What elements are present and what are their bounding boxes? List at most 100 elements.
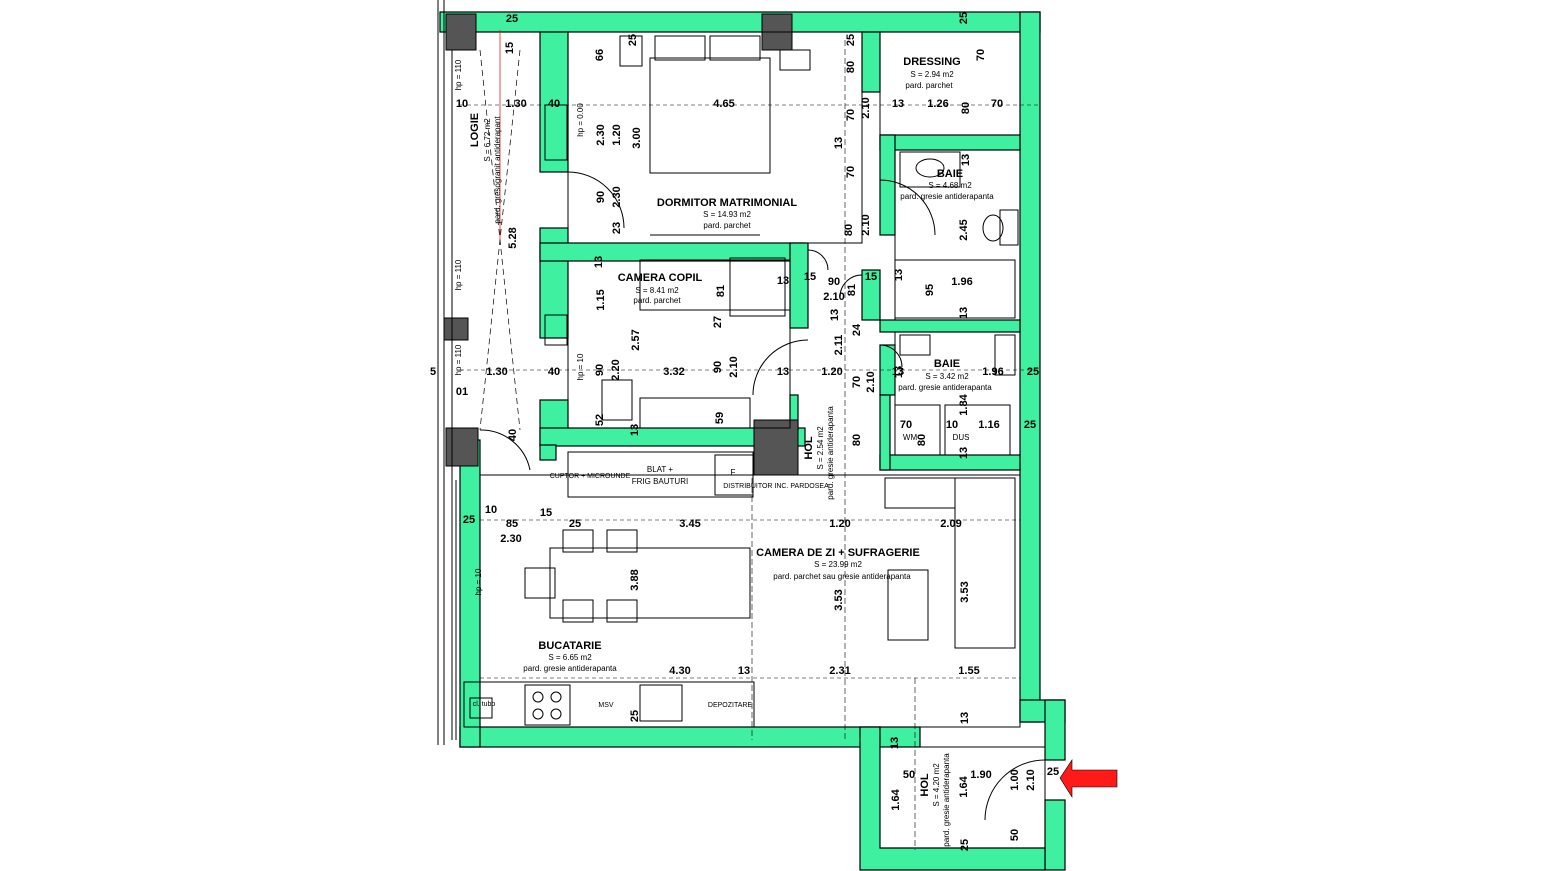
dim: 80 xyxy=(916,434,928,446)
dim: 15 xyxy=(504,42,516,54)
dim: 25 xyxy=(1027,366,1039,378)
dim: 2.10 xyxy=(860,214,872,235)
dim: 13 xyxy=(889,737,901,749)
dim: 1.30 xyxy=(505,98,526,110)
columns xyxy=(443,13,799,476)
dim: 80 xyxy=(843,224,855,236)
hol2-label: HOL S = 4.20 m2 pard. gresie antiderapan… xyxy=(919,753,951,847)
dim: 1.64 xyxy=(890,788,902,810)
dim: hp = 10 xyxy=(576,353,585,380)
dim: 25 xyxy=(958,12,970,24)
dim: 13 xyxy=(958,307,970,319)
vertical-dimensions: 15 66 25 25 80 70 25 70 2.10 80 2.30 1.2… xyxy=(454,12,1037,851)
baie2-area: S = 3.42 m2 xyxy=(925,372,969,381)
dim: 25 xyxy=(463,514,475,526)
dim: 13 xyxy=(893,269,905,281)
bucatarie-name: BUCATARIE xyxy=(538,640,601,652)
hol1-label: HOL S = 2.54 m2 pard. gresie antiderapan… xyxy=(803,406,835,500)
dim: 2.57 xyxy=(630,329,642,350)
baie2-name: BAIE xyxy=(934,358,960,370)
dim: 1.30 xyxy=(486,366,507,378)
dim: 80 xyxy=(851,434,863,446)
dim: 70 xyxy=(975,49,987,61)
camera-copil-name: CAMERA COPIL xyxy=(618,272,703,284)
dim: 25 xyxy=(506,13,518,25)
dressing-name: DRESSING xyxy=(903,56,960,68)
dim: 3.32 xyxy=(663,366,684,378)
dim: 01 xyxy=(456,386,468,398)
dim: 25 xyxy=(627,34,639,46)
dim: 66 xyxy=(594,49,606,61)
baie1-floor: pard. gresie antiderapanta xyxy=(900,192,994,201)
dim: 1.00 xyxy=(1009,769,1021,790)
dim: 4.65 xyxy=(713,98,734,110)
dim: 2.31 xyxy=(829,665,850,677)
dim: hp = 10 xyxy=(474,568,483,595)
baie1-name: BAIE xyxy=(937,168,963,180)
dim: 1.16 xyxy=(978,419,999,431)
dim: 81 xyxy=(846,284,858,296)
distribuitor-label: DISTRIBUITOR INC. PARDOSEA xyxy=(723,483,829,490)
camera-zi-area: S = 23.99 m2 xyxy=(814,560,862,569)
dim: 15 xyxy=(865,271,877,283)
dim: 2.10 xyxy=(728,356,740,377)
baie1-area: S = 4.68 m2 xyxy=(928,181,972,190)
walls xyxy=(439,11,1066,871)
dim: 1.64 xyxy=(958,775,970,797)
dim: 1.55 xyxy=(958,665,979,677)
dim: 85 xyxy=(506,518,518,530)
dim: 1.20 xyxy=(611,124,623,145)
logie-label: LOGIE S = 6.72 m2 pard. gresogranit anti… xyxy=(469,113,502,224)
dim: 2.20 xyxy=(610,359,622,380)
dim: hp = 0.00 xyxy=(576,103,585,137)
dim: 1.90 xyxy=(970,769,991,781)
dim: 40 xyxy=(548,98,560,110)
depozitare-label: DEPOZITARE xyxy=(708,702,753,709)
dim: 13 xyxy=(829,309,841,321)
dim: 2.09 xyxy=(940,518,961,530)
hol1-name: HOL xyxy=(803,436,815,460)
dim: 13 xyxy=(833,137,845,149)
dim: 50 xyxy=(903,769,915,781)
dim: 25 xyxy=(845,34,857,46)
dormitor-area: S = 14.93 m2 xyxy=(703,210,751,219)
dim: 3.53 xyxy=(833,589,845,610)
room-labels: LOGIE S = 6.72 m2 pard. gresogranit anti… xyxy=(469,56,994,847)
dim: 13 xyxy=(892,366,904,378)
dim: 25 xyxy=(629,710,641,722)
dim: 5.28 xyxy=(507,227,519,248)
dim: 59 xyxy=(714,412,726,424)
dim: 2.30 xyxy=(595,124,607,145)
msv-label: MSV xyxy=(598,702,614,709)
dim: 1.84 xyxy=(958,393,970,415)
dim: hp = 110 xyxy=(454,59,463,90)
fixture-labels: CUPTOR + MICROUNDE BLAT + FRIG BAUTURI F… xyxy=(473,433,970,709)
dim: 13 xyxy=(738,665,750,677)
dim: 1.15 xyxy=(595,289,607,310)
cos-label: cl. tubo xyxy=(473,701,496,708)
dim: 70 xyxy=(900,419,912,431)
camera-zi-floor: pard. parchet sau gresie antiderapanta xyxy=(773,572,911,581)
dim: 2.11 xyxy=(833,335,845,356)
dim: 1.26 xyxy=(927,98,948,110)
dim: 50 xyxy=(1009,829,1021,841)
dim: 13 xyxy=(777,275,789,287)
dim: 40 xyxy=(507,429,519,441)
dim: 13 xyxy=(958,447,970,459)
dim: 2.45 xyxy=(958,219,970,240)
dim: 1.96 xyxy=(982,366,1003,378)
hol2-area: S = 4.20 m2 xyxy=(932,763,941,807)
hol2-floor: pard. gresie antiderapanta xyxy=(942,753,951,847)
dim: 15 xyxy=(540,507,552,519)
dim: 70 xyxy=(991,98,1003,110)
dim: 2.10 xyxy=(865,371,877,392)
dim: 2.10 xyxy=(823,291,844,303)
dressing-floor: pard. parchet xyxy=(905,81,953,90)
dim: 23 xyxy=(611,222,623,234)
dimensions: 25 10 1.30 40 4.65 13 1.26 70 13 15 90 2… xyxy=(430,13,1059,781)
dim: 2.30 xyxy=(500,533,521,545)
dim: 90 xyxy=(712,361,724,373)
dim: 13 xyxy=(959,712,971,724)
dim: 13 xyxy=(960,154,972,166)
dim: 10 xyxy=(946,419,958,431)
